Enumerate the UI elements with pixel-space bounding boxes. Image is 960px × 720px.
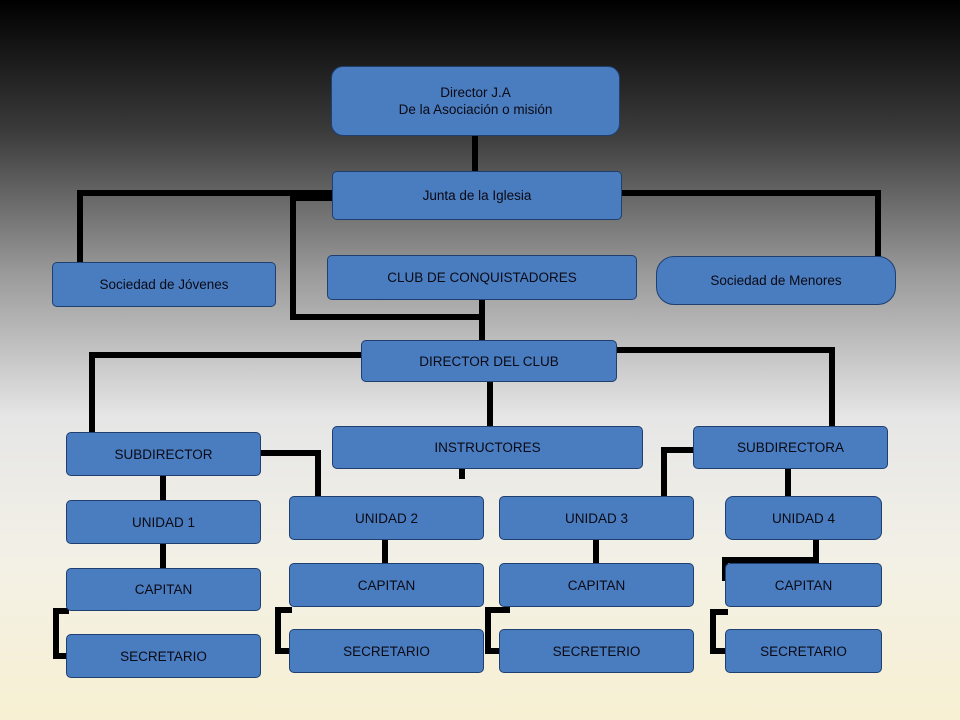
connector-subdirectora-unidad3 (661, 447, 697, 499)
connector-capitan3-secretario (485, 607, 510, 654)
capitan-1-box: CAPITAN (66, 568, 261, 611)
subdirector-box: SUBDIRECTOR (66, 432, 261, 476)
connector-junta-jovenes (77, 190, 336, 265)
secretario-1-box: SECRETARIO (66, 634, 261, 678)
director-ja-box: Director J.A De la Asociación o misión (331, 66, 620, 136)
sociedad-menores-box: Sociedad de Menores (656, 256, 896, 305)
capitan-2-box: CAPITAN (289, 563, 484, 607)
director-ja-title: Director J.A (440, 85, 511, 100)
secretario-2-box: SECRETARIO (289, 629, 484, 673)
club-conquistadores-box: CLUB DE CONQUISTADORES (327, 255, 637, 300)
unidad-4-box: UNIDAD 4 (725, 496, 882, 540)
connector-capitan1-secretario (53, 608, 69, 659)
connector-junta-director-club (290, 195, 485, 320)
connector-director-subdirectora (614, 347, 835, 429)
unidad-3-box: UNIDAD 3 (499, 496, 694, 540)
unidad-2-box: UNIDAD 2 (289, 496, 484, 540)
secretario-3-box: SECRETERIO (499, 629, 694, 673)
sociedad-jovenes-box: Sociedad de Jóvenes (52, 262, 276, 307)
subdirectora-box: SUBDIRECTORA (693, 426, 888, 469)
connector-subdirector-unidad2 (258, 450, 321, 499)
capitan-3-box: CAPITAN (499, 563, 694, 607)
connector-junta-menores (618, 190, 881, 261)
connector-capitan2-secretario (275, 607, 292, 654)
connector-capitan4-secretario (710, 609, 728, 654)
capitan-4-box: CAPITAN (725, 563, 882, 607)
junta-iglesia-box: Junta de la Iglesia (332, 171, 622, 220)
secretario-4-box: SECRETARIO (725, 629, 882, 673)
instructores-box: INSTRUCTORES (332, 426, 643, 469)
director-ja-subtitle: De la Asociación o misión (398, 102, 553, 117)
unidad-1-box: UNIDAD 1 (66, 500, 261, 544)
director-club-box: DIRECTOR DEL CLUB (361, 340, 617, 382)
connector-director-subdirector (89, 352, 365, 435)
